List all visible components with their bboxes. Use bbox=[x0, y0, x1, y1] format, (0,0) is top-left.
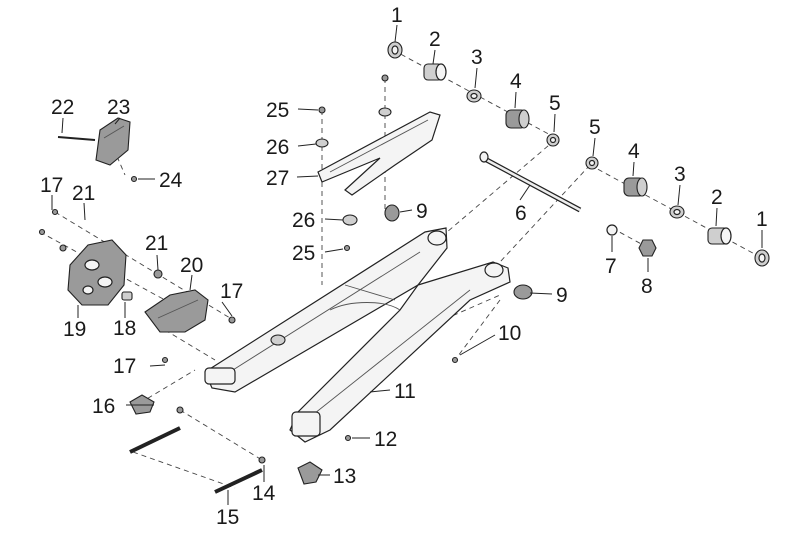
pivot-shaft bbox=[479, 151, 582, 213]
callout-23: 23 bbox=[107, 96, 130, 119]
callout-3-top: 3 bbox=[471, 46, 483, 69]
callout-8: 8 bbox=[641, 275, 653, 298]
callout-4-right: 4 bbox=[628, 140, 640, 163]
callout-6: 6 bbox=[515, 202, 527, 225]
callout-22: 22 bbox=[51, 96, 74, 119]
callout-17-top: 17 bbox=[40, 174, 63, 197]
chain-guide-top bbox=[57, 117, 138, 183]
callout-21-right: 21 bbox=[145, 232, 168, 255]
callout-9-lower: 9 bbox=[556, 284, 568, 307]
callout-15: 15 bbox=[216, 506, 239, 529]
callout-2-right: 2 bbox=[711, 186, 723, 209]
callout-2-top: 2 bbox=[429, 28, 441, 51]
callout-14: 14 bbox=[252, 482, 276, 505]
callout-5-right: 5 bbox=[589, 116, 601, 139]
chain-guide-plate bbox=[38, 208, 163, 306]
callout-13: 13 bbox=[333, 465, 356, 488]
callout-labels: 1 2 3 4 5 5 4 3 2 1 6 7 8 9 9 10 11 12 1… bbox=[40, 4, 768, 529]
callout-12: 12 bbox=[374, 428, 397, 451]
callout-11: 11 bbox=[394, 380, 416, 403]
callout-19: 19 bbox=[63, 318, 86, 341]
callout-5-top: 5 bbox=[549, 92, 561, 115]
callout-27: 27 bbox=[266, 167, 289, 190]
callout-26-top: 26 bbox=[266, 136, 289, 159]
pivot-hardware-left bbox=[387, 41, 560, 147]
callout-26-bottom: 26 bbox=[292, 209, 315, 232]
pivot-hardware-right bbox=[585, 156, 770, 267]
callout-20: 20 bbox=[180, 254, 203, 277]
callout-3-right: 3 bbox=[674, 163, 686, 186]
callout-16: 16 bbox=[92, 395, 115, 418]
callout-17-right: 17 bbox=[220, 280, 243, 303]
callout-25-bottom: 25 bbox=[292, 242, 315, 265]
callout-4-top: 4 bbox=[510, 70, 522, 93]
callout-7: 7 bbox=[605, 255, 617, 278]
callout-9-upper: 9 bbox=[416, 200, 428, 223]
callout-leader-lines bbox=[51, 24, 763, 505]
callout-25-top: 25 bbox=[266, 99, 289, 122]
callout-18: 18 bbox=[113, 317, 136, 340]
guide-bracket bbox=[121, 289, 236, 364]
callout-1-top: 1 bbox=[391, 4, 403, 27]
callout-1-right: 1 bbox=[756, 208, 768, 231]
callout-24: 24 bbox=[159, 169, 183, 192]
swingarm-body bbox=[204, 227, 511, 443]
long-bolts bbox=[129, 426, 263, 494]
chain-slider-part bbox=[317, 111, 441, 196]
callout-10: 10 bbox=[498, 322, 521, 345]
callout-21-left: 21 bbox=[72, 182, 95, 205]
callout-17-bottom: 17 bbox=[113, 355, 136, 378]
